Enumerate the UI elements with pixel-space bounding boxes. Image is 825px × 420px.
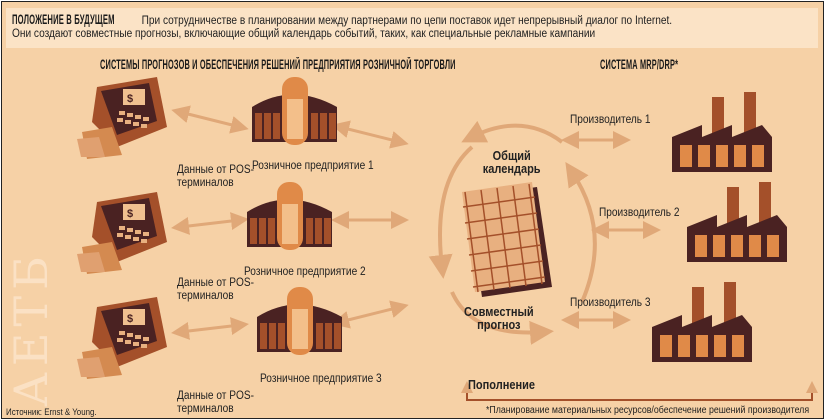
factory-icon (652, 282, 752, 362)
bidirectional-arrow (331, 120, 409, 149)
replenishment-arrow (461, 381, 818, 401)
header-band: ПОЛОЖЕНИЕ В БУДУЩЕМ При сотрудничестве в… (6, 8, 818, 48)
bidirectional-arrow (171, 317, 249, 340)
header-line-1: ПОЛОЖЕНИЕ В БУДУЩЕМ При сотрудничестве в… (12, 11, 672, 27)
retailer-label-1: Розничное предприятие 1 (252, 160, 374, 172)
svg-text:$: $ (127, 208, 133, 220)
footnote: *Планирование материальных ресурсов/обес… (486, 405, 810, 416)
section-title-mrp: СИСТЕМА MRP/DRP* (600, 57, 679, 72)
calendar-icon (462, 182, 552, 297)
retail-store-icon (257, 287, 342, 355)
pos-terminal-icon: $ (77, 297, 167, 379)
factory-icon (672, 92, 772, 172)
pos-terminal-icon: $ (77, 77, 167, 159)
cycle-arrow-top (461, 120, 564, 144)
retail-store-icon (247, 182, 332, 250)
source-note: Источник: Ernst & Young. (6, 407, 97, 417)
producer-label-2: Производитель 2 (599, 207, 680, 219)
cycle-arrow-left (428, 145, 474, 279)
section-title-retail: СИСТЕМЫ ПРОГНОЗОВ И ОБЕСПЕЧЕНИЯ РЕШЕНИЙ … (100, 57, 456, 72)
header-line-2: Они создают совместные прогнозы, включаю… (12, 28, 596, 40)
bidirectional-arrow (171, 212, 249, 235)
pos-terminal-icon: $ (77, 192, 167, 274)
header-text-1: При сотрудничестве в планировании между … (141, 15, 673, 27)
header-title: ПОЛОЖЕНИЕ В БУДУЩЕМ (12, 11, 115, 27)
pos-label-1: Данные от POS-терминалов (177, 164, 254, 189)
pos-label-2: Данные от POS-терминалов (177, 277, 254, 302)
cycle-arrow-right (565, 162, 597, 303)
bidirectional-arrow (331, 300, 409, 329)
replenishment-label: Пополнение (468, 378, 535, 392)
bidirectional-arrow (171, 105, 249, 134)
svg-text:$: $ (127, 313, 133, 325)
retailer-label-3: Розничное предприятие 3 (260, 373, 382, 385)
retailer-label-2: Розничное предприятие 2 (244, 266, 366, 278)
factory-icon (687, 182, 787, 262)
producer-label-3: Производитель 3 (570, 297, 651, 309)
cycle-arrow-bottom (450, 291, 554, 345)
retail-store-icon (252, 77, 337, 145)
pos-label-3: Данные от POS-терминалов (177, 390, 254, 415)
svg-text:$: $ (127, 93, 133, 105)
producer-label-1: Производитель 1 (570, 114, 651, 126)
